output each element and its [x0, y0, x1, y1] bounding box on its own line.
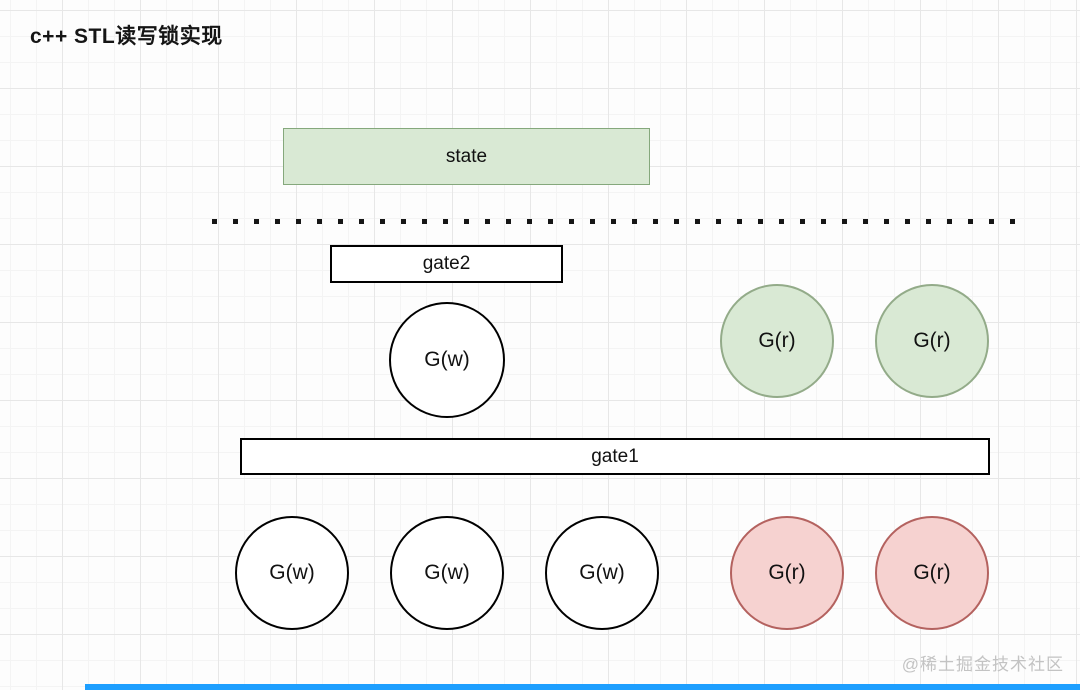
- gate1-waiting-reader-circle: G(r): [730, 516, 844, 630]
- page-title: c++ STL读写锁实现: [30, 25, 223, 48]
- gate1-waiting-writer-circle: G(w): [545, 516, 659, 630]
- active-reader-circle: G(r): [875, 284, 989, 398]
- gate1-waiting-writer-label: G(w): [579, 561, 625, 584]
- active-reader-label: G(r): [758, 329, 796, 352]
- watermark-text: @稀土掘金技术社区: [901, 655, 1064, 674]
- gate2-waiting-writer-circle: G(w): [389, 302, 505, 418]
- gate1-box-label: gate1: [591, 445, 639, 467]
- state-box-label: state: [445, 145, 488, 167]
- gate1-waiting-reader-circle: G(r): [875, 516, 989, 630]
- gate2-waiting-writer-label: G(w): [424, 348, 470, 371]
- gate1-waiting-writer-circle: G(w): [390, 516, 504, 630]
- video-progress-bar: [85, 684, 1080, 690]
- dotted-divider-line: [212, 219, 1030, 224]
- active-reader-label: G(r): [913, 329, 951, 352]
- gate1-waiting-reader-label: G(r): [768, 561, 806, 584]
- gate1-box: gate1: [240, 438, 990, 475]
- active-reader-circle: G(r): [720, 284, 834, 398]
- gate1-waiting-writer-label: G(w): [269, 561, 315, 584]
- state-box: state: [283, 128, 650, 185]
- gate1-waiting-writer-circle: G(w): [235, 516, 349, 630]
- gate1-waiting-writer-label: G(w): [424, 561, 470, 584]
- gate1-waiting-reader-label: G(r): [913, 561, 951, 584]
- gate2-box-label: gate2: [422, 253, 471, 274]
- gate2-box: gate2: [330, 245, 563, 283]
